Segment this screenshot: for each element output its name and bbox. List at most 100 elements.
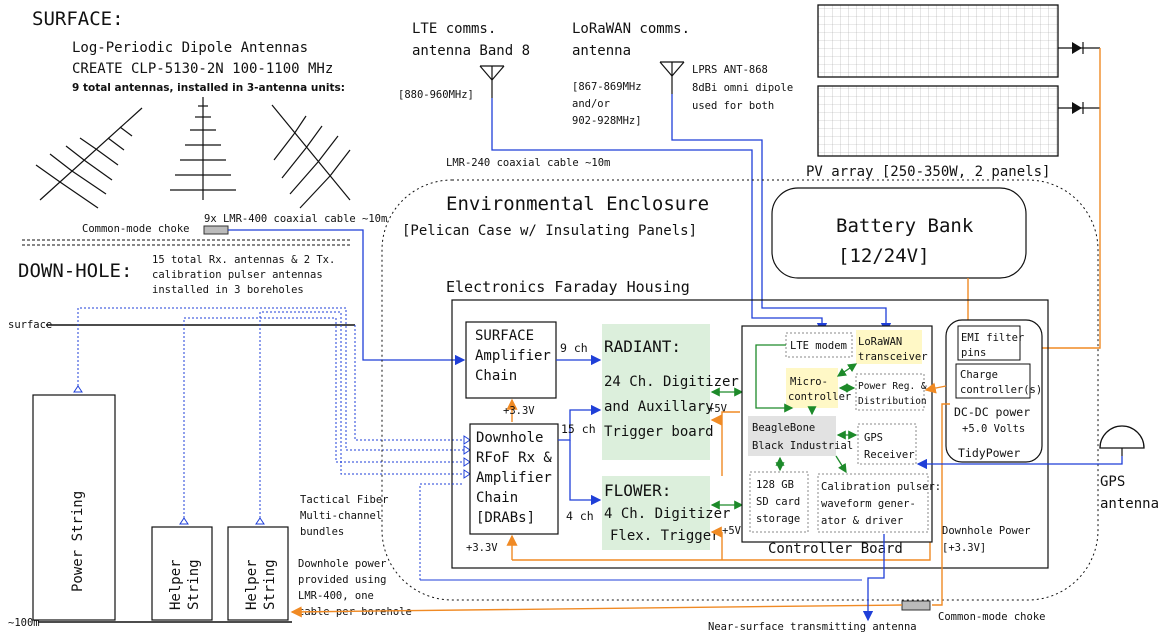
- downhole-power-label: Downhole Power: [942, 525, 1031, 537]
- v33a-label: +3.3V: [503, 405, 535, 417]
- downhole-line1: 15 total Rx. antennas & 2 Tx.: [152, 254, 335, 266]
- surface-level-label: surface: [8, 319, 52, 331]
- lora-line2: antenna: [572, 43, 631, 59]
- surface-amp-1: SURFACE: [475, 328, 534, 344]
- battery-line2: [12/24V]: [838, 245, 930, 267]
- helper-string-2: [227, 526, 289, 621]
- controller-title: Controller Board: [768, 541, 903, 557]
- surface-antenna-cable: [228, 229, 466, 366]
- ch15-label: 15 ch: [561, 422, 596, 436]
- lpda-antenna-right-icon: [271, 104, 351, 209]
- charge-2: controller(s): [960, 384, 1042, 396]
- surface-title: SURFACE:: [32, 8, 124, 30]
- flower-2: Flex. Trigger: [610, 528, 720, 544]
- enclosure-title: Environmental Enclosure: [446, 193, 709, 215]
- lorawan-1: LoRaWAN: [858, 336, 902, 348]
- drab-to-radiant: [558, 404, 602, 441]
- micro-2: controller: [788, 391, 851, 403]
- diode-icon: [1058, 42, 1100, 114]
- micro-1: Micro-: [790, 376, 828, 388]
- surface-amplifier-box: [465, 321, 557, 399]
- radiant-3: Trigger board: [604, 424, 714, 440]
- dhp-1: Downhole power: [298, 558, 387, 570]
- power-string: [32, 394, 116, 621]
- pv-label: PV array [250-350W, 2 panels]: [806, 164, 1050, 180]
- cal-pulser-box: [817, 473, 929, 533]
- radiant-1: 24 Ch. Digitizer: [604, 374, 739, 390]
- faraday-housing: [451, 299, 1049, 569]
- pv-panel-2: [817, 85, 1059, 157]
- helper-string-1-b: String: [186, 559, 202, 610]
- lte-modem: LTE modem: [790, 340, 847, 352]
- lora-ant2: 8dBi omni dipole: [692, 82, 793, 94]
- sd-2: SD card: [756, 496, 800, 508]
- charge-1: Charge: [960, 369, 998, 381]
- lora-freq1: [867-869MHz: [572, 81, 642, 93]
- bbb-2: Black Industrial: [752, 440, 853, 452]
- tactical-1: Tactical Fiber: [300, 494, 389, 506]
- choke-bottom-label: Common-mode choke: [938, 611, 1045, 623]
- drab-2: RFoF Rx &: [476, 450, 552, 466]
- drab-to-flower: [569, 440, 602, 506]
- drab-5: [DRABs]: [476, 510, 535, 526]
- common-mode-choke-bottom: [901, 600, 931, 611]
- v5b-label: +5V: [722, 525, 742, 537]
- fiber-bundles: [77, 307, 464, 522]
- downhole-title: DOWN-HOLE:: [18, 260, 132, 282]
- flower-box: [602, 476, 710, 550]
- helper-string-1-a: Helper: [168, 559, 184, 610]
- lte-antenna-icon: [479, 65, 505, 98]
- flower-1: 4 Ch. Digitizer: [604, 506, 730, 522]
- depth-label: ~100m: [8, 617, 40, 629]
- downhole-power-v: [+3.3V]: [942, 542, 986, 554]
- radiant-title: RADIANT:: [604, 337, 681, 356]
- pv-panel-1: [817, 4, 1059, 78]
- downhole-line3: installed in 3 boreholes: [152, 284, 304, 296]
- beaglebone-box: [748, 416, 836, 456]
- power-reg-2: Distribution: [858, 396, 927, 407]
- lpda-antenna-left-icon: [35, 107, 143, 209]
- choke-top-label: Common-mode choke: [82, 223, 189, 235]
- cal-2: waveform gener-: [821, 498, 916, 510]
- common-mode-choke-top: [203, 225, 229, 235]
- downhole-power-line: [932, 403, 950, 606]
- bbb-1: BeagleBone: [752, 422, 815, 434]
- surface-amp-2: Amplifier: [475, 348, 551, 364]
- radiant-2: and Auxillary: [604, 399, 714, 415]
- emi-2: pins: [961, 347, 986, 359]
- ch4-label: 4 ch: [566, 509, 594, 523]
- sd-1: 128 GB: [756, 479, 794, 491]
- helper-string-2-a: Helper: [244, 559, 260, 610]
- environmental-enclosure: [381, 179, 1099, 601]
- downhole-line2: calibration pulser antennas: [152, 269, 323, 281]
- gps-rx-1: GPS: [864, 432, 883, 444]
- lte-line1: LTE comms.: [412, 21, 496, 37]
- enclosure-subtitle: [Pelican Case w/ Insulating Panels]: [402, 223, 697, 239]
- v5a-label: +5V: [708, 403, 728, 415]
- lpda-antenna-center-icon: [170, 97, 236, 200]
- borehole-power-cable: [290, 604, 903, 618]
- lora-ant1: LPRS ANT-868: [692, 64, 768, 76]
- dhp-2: provided using: [298, 574, 387, 586]
- power-reg-box: [855, 373, 925, 411]
- lpda-line2: CREATE CLP-5130-2N 100-1100 MHz: [72, 61, 333, 77]
- lora-antenna-icon: [659, 61, 685, 94]
- ch9-label: 9 ch: [560, 341, 588, 355]
- drab-box: [469, 423, 559, 535]
- battery-bank: [771, 187, 1027, 279]
- lora-cable: [671, 94, 892, 334]
- dcdc-1: DC-DC power: [954, 405, 1030, 419]
- dcdc-2: +5.0 Volts: [962, 423, 1025, 435]
- lmr400-label: 9x LMR-400 coaxial cable ~10m: [204, 213, 387, 225]
- lpda-line1: Log-Periodic Dipole Antennas: [72, 40, 308, 56]
- lte-modem-box: [785, 332, 853, 358]
- gps-antenna-icon: [1099, 425, 1145, 456]
- charge-controller-box: [955, 363, 1031, 399]
- surface-amp-3: Chain: [475, 368, 517, 384]
- lpda-line3: 9 total antennas, installed in 3-antenna…: [72, 82, 345, 94]
- lorawan-2: transceiver: [858, 351, 928, 363]
- gps-receiver-box: [857, 423, 917, 465]
- microcontroller-box: [786, 368, 838, 408]
- radiant-box: [602, 324, 710, 460]
